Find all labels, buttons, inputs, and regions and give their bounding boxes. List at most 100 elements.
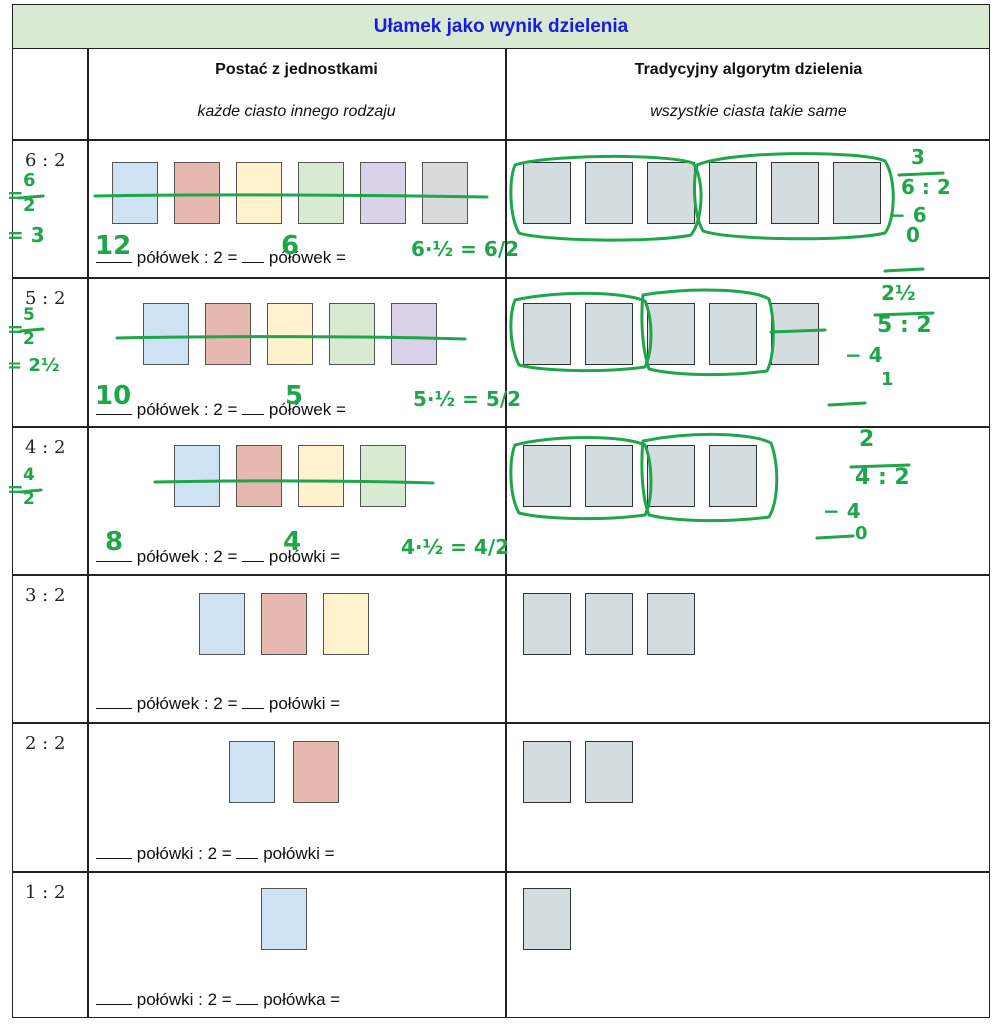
grid-line-h3 [13,426,989,428]
division-label: 2 : 2 [25,733,66,754]
row-3-2: 3 : 2 półówek : 2 = połówki = [13,575,989,722]
answer-blank[interactable] [96,248,132,263]
grid-line-h6 [13,871,989,873]
cake-red [293,741,339,803]
equation-text: półówek : 2 = [136,248,238,267]
cake-red [261,593,307,655]
cake-traditional [709,303,757,365]
answer-blank[interactable] [96,844,132,859]
equation-text: połówki : 2 = [136,844,232,863]
cake-red [236,445,282,507]
answer-handwritten: 5 [285,381,304,411]
equation-line: półówek : 2 = połówki = [96,547,340,567]
worksheet: Ułamek jako wynik dzielenia Postać z jed… [7,4,991,1018]
equation-text: półówek = [268,400,346,419]
long-division: 2½ [881,281,916,305]
long-division: − 4 [823,499,861,523]
cake-traditional [833,162,881,224]
long-division: 3 [911,145,925,169]
equation-text: połówki = [268,694,341,713]
division-label: 4 : 2 [25,437,66,458]
equation-line: połówki : 2 = połówka = [96,990,340,1010]
margin-note: = [7,317,24,341]
cake-blue [261,888,307,950]
answer-blank[interactable] [96,990,132,1005]
cake-traditional [585,303,633,365]
margin-note: 6 [23,170,36,191]
cake-traditional [585,162,633,224]
margin-note: = [7,183,24,207]
answer-handwritten: 10 [95,381,132,411]
cake-green [298,162,344,224]
answer-handwritten: 6·½ = 6/2 [411,237,520,261]
cake-traditional [709,445,757,507]
title-bar: Ułamek jako wynik dzielenia [13,5,989,49]
long-division: 5 : 2 [877,313,932,338]
cake-traditional [771,303,819,365]
answer-handwritten: 5·½ = 5/2 [413,387,522,411]
cake-yellow [267,303,313,365]
cake-traditional [523,303,571,365]
equation-line: półówek : 2 = półówek = [96,400,346,420]
answer-blank[interactable] [242,547,265,562]
equation-text: połówki = [263,844,335,863]
equation-text: połówki : 2 = [136,990,232,1009]
equation-text: półówek : 2 = [136,694,238,713]
equation-line: połówki : 2 = połówki = [96,844,335,864]
cake-purple [391,303,437,365]
column-subheading: każde ciasto innego rodzaju [197,103,396,120]
answer-blank[interactable] [236,844,259,859]
long-division: 4 : 2 [855,465,910,490]
answer-blank[interactable] [96,547,132,562]
cake-green [360,445,406,507]
cake-traditional [585,741,633,803]
answer-blank[interactable] [96,400,132,415]
cake-yellow [323,593,369,655]
cake-traditional [523,593,571,655]
row-1-2: 1 : 2 połówki : 2 = połówka = [13,872,989,1017]
column-heading: Postać z jednostkami [215,61,378,78]
cake-purple [360,162,406,224]
answer-blank[interactable] [236,990,259,1005]
cake-traditional [709,162,757,224]
equation-text: półówek : 2 = [136,400,238,419]
answer-blank[interactable] [96,694,132,709]
division-label: 3 : 2 [25,585,66,606]
cake-blue [174,445,220,507]
cake-blue [112,162,158,224]
division-label: 5 : 2 [25,288,66,309]
long-division: − 4 [845,343,883,367]
page-title: Ułamek jako wynik dzielenia [373,15,629,37]
column-header-units: Postać z jednostkami każde ciasto innego… [88,61,505,121]
cake-red [205,303,251,365]
long-division: − 6 [889,203,927,227]
equation-text: półówek = [268,248,346,267]
column-header-algorithm: Tradycyjny algorytm dzielenia wszystkie … [506,61,991,121]
margin-note: 5 [23,305,35,325]
long-division: 6 : 2 [901,175,951,199]
grid-line-h4 [13,574,989,576]
division-label: 6 : 2 [25,150,66,171]
cake-blue [229,741,275,803]
answer-blank[interactable] [242,400,265,415]
long-division: 0 [906,223,920,247]
cake-blue [143,303,189,365]
cake-red [174,162,220,224]
cake-traditional [647,162,695,224]
equation-line: półówek : 2 = półówek = [96,248,346,268]
answer-handwritten: 4 [283,527,302,557]
margin-note: = [7,477,24,501]
cake-traditional [647,593,695,655]
division-label: 1 : 2 [25,882,66,903]
cake-traditional [523,162,571,224]
margin-note: 2 [23,329,35,349]
cake-traditional [647,445,695,507]
grid-line-h1 [13,139,989,141]
cake-traditional [647,303,695,365]
grid-line-h2 [13,277,989,279]
answer-blank[interactable] [242,694,265,709]
equation-text: połówka = [263,990,341,1009]
grid-line-v1 [87,48,89,1017]
margin-note: 4 [23,465,35,485]
answer-blank[interactable] [242,248,265,263]
